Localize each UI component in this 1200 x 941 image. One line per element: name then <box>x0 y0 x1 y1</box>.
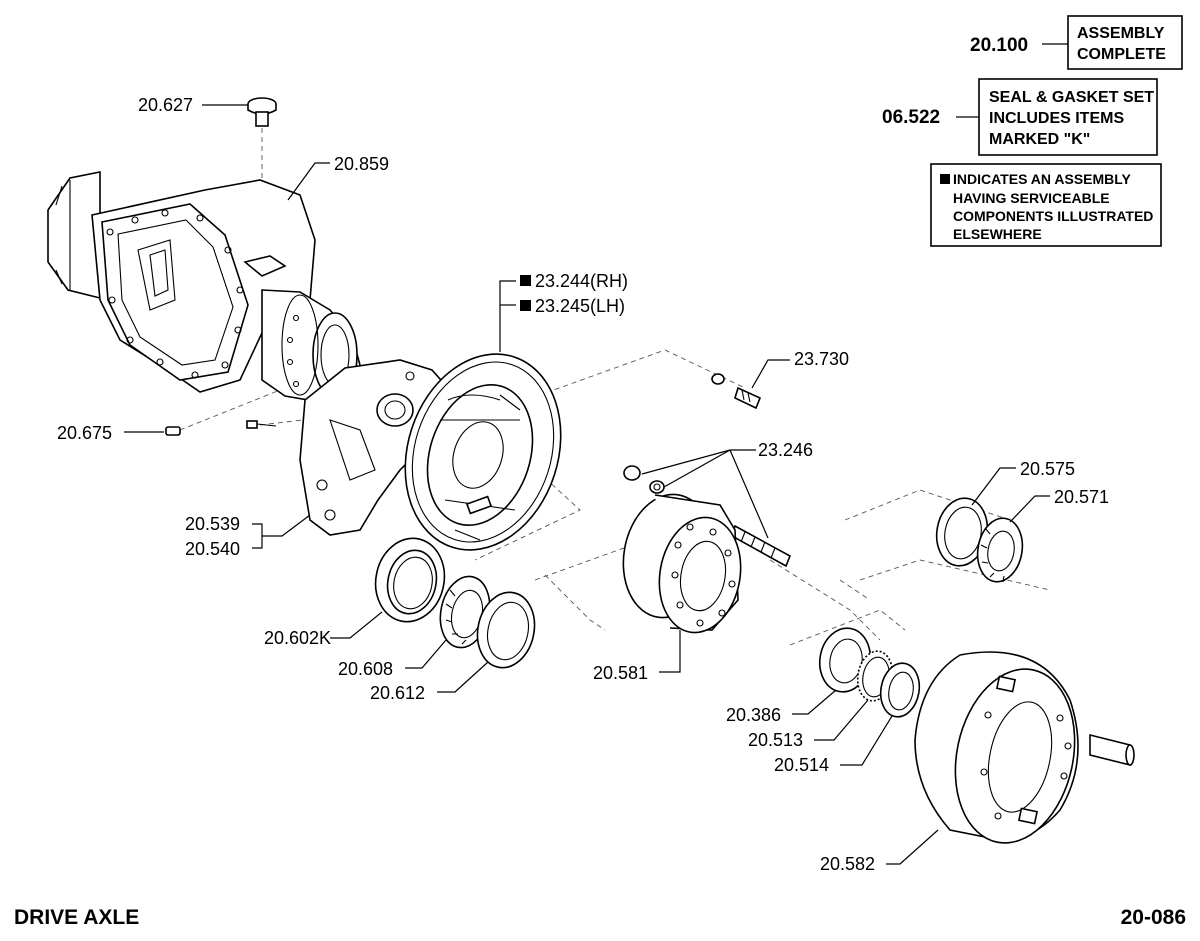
label-20-602K: 20.602K <box>264 628 331 648</box>
washer-20-386 <box>818 627 872 693</box>
inner-bearing-cup <box>476 591 536 669</box>
label-23-730: 23.730 <box>794 349 849 369</box>
assembly-line-2: COMPLETE <box>1077 46 1166 63</box>
brake-spider <box>299 359 449 536</box>
label-23-246: 23.246 <box>758 440 813 460</box>
callouts: 20.627 20.859 23.244(RH) 23.245(LH) 23.7… <box>57 95 1109 874</box>
seal-number: 06.522 <box>882 107 940 128</box>
hub-oil-seal <box>374 537 446 623</box>
square-marker-icon <box>520 275 531 286</box>
label-20-386: 20.386 <box>726 705 781 725</box>
legend-seal-set: 06.522 SEAL & GASKET SET INCLUDES ITEMS … <box>882 78 1158 156</box>
dowel-20-675 <box>165 426 181 436</box>
square-marker-icon <box>940 174 950 184</box>
footer-title: DRIVE AXLE <box>14 906 139 929</box>
label-20-581: 20.581 <box>593 663 648 683</box>
stud-nut-washer-23-246 <box>623 465 792 568</box>
legend-note: INDICATES AN ASSEMBLY HAVING SERVICEABLE… <box>930 163 1162 247</box>
square-marker-icon <box>520 300 531 311</box>
note-line-1: INDICATES AN ASSEMBLY <box>953 171 1132 187</box>
note-line-2: HAVING SERVICEABLE <box>953 190 1110 206</box>
label-20-575: 20.575 <box>1020 459 1075 479</box>
label-20-539: 20.539 <box>185 514 240 534</box>
note-box <box>930 163 1162 247</box>
outer-bearing-cone <box>976 517 1024 583</box>
label-20-514: 20.514 <box>774 755 829 775</box>
label-23-244: 23.244(RH) <box>535 271 628 291</box>
label-20-540: 20.540 <box>185 539 240 559</box>
seal-line-3: MARKED "K" <box>989 131 1090 148</box>
seal-line-2: INCLUDES ITEMS <box>989 110 1124 127</box>
note-line-4: ELSEWHERE <box>953 226 1042 242</box>
note-line-3: COMPONENTS ILLUSTRATED <box>953 208 1153 224</box>
label-20-513: 20.513 <box>748 730 803 750</box>
nut-20-514 <box>879 662 921 718</box>
seal-line-1: SEAL & GASKET SET <box>989 89 1154 106</box>
brake-assembly <box>404 353 562 551</box>
assembly-box <box>1067 15 1183 70</box>
label-20-627: 20.627 <box>138 95 193 115</box>
label-20-859: 20.859 <box>334 154 389 174</box>
wheel-studs-23-730 <box>711 373 762 410</box>
wheel-hub <box>622 493 742 634</box>
breather-plug <box>247 97 277 127</box>
footer-page-number: 20-086 <box>1121 906 1186 929</box>
brake-drum <box>914 651 1135 844</box>
assembly-line-1: ASSEMBLY <box>1077 25 1165 42</box>
assembly-number: 20.100 <box>970 35 1028 56</box>
legend-assembly: 20.100 ASSEMBLY COMPLETE <box>970 15 1183 70</box>
label-20-608: 20.608 <box>338 659 393 679</box>
axle-housing <box>47 171 361 403</box>
label-23-245: 23.245(LH) <box>535 296 625 316</box>
label-20-612: 20.612 <box>370 683 425 703</box>
label-20-582: 20.582 <box>820 854 875 874</box>
label-20-571: 20.571 <box>1054 487 1109 507</box>
seal-box <box>978 78 1158 156</box>
small-bolt <box>246 420 277 429</box>
label-20-675: 20.675 <box>57 423 112 443</box>
